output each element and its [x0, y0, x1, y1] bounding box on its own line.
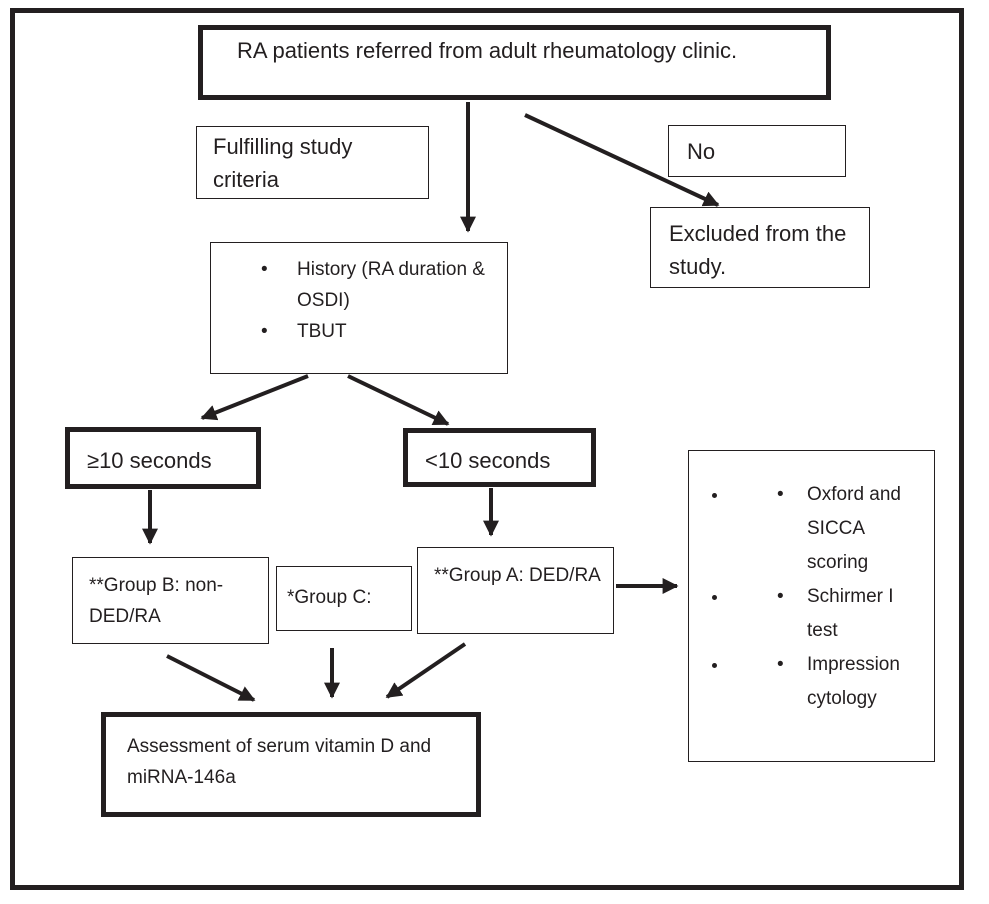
node-no: No: [668, 125, 846, 177]
node-referral: RA patients referred from adult rheumato…: [198, 25, 831, 100]
node-fulfilling: Fulfilling study criteria: [196, 126, 429, 199]
history-item-history: History (RA duration & OSDI): [211, 254, 499, 316]
node-ge10-label: ≥10 seconds: [87, 448, 212, 473]
node-excluded-label: Excluded from the study.: [669, 221, 847, 279]
node-lt10: <10 seconds: [403, 428, 596, 487]
arrow-groupA-to-assessment: [385, 642, 467, 699]
arrow-referral-to-excluded: [524, 113, 720, 207]
node-no-label: No: [687, 139, 716, 164]
node-groupC-label: *Group C:: [287, 587, 372, 608]
tests-item-cytology: Impression cytology: [729, 648, 926, 716]
node-groupA: **Group A: DED/RA: [417, 547, 614, 634]
tests-list: Oxford and SICCA scoring Schirmer I test…: [689, 478, 926, 716]
node-groupC: *Group C:: [276, 566, 412, 631]
node-ge10: ≥10 seconds: [65, 427, 261, 489]
node-assessment-label: Assessment of serum vitamin D and miRNA-…: [127, 736, 432, 788]
tests-item-oxford: Oxford and SICCA scoring: [729, 478, 926, 580]
diagram-frame: [10, 8, 964, 890]
node-groupB-label: **Group B: non-DED/RA: [89, 575, 224, 627]
arrow-history-to-ge10: [200, 374, 309, 421]
node-tests: Oxford and SICCA scoring Schirmer I test…: [688, 450, 935, 762]
arrow-groupB-to-assessment: [166, 654, 256, 702]
history-list: History (RA duration & OSDI) TBUT: [211, 254, 499, 347]
tests-item-schirmer: Schirmer I test: [729, 580, 926, 648]
node-excluded: Excluded from the study.: [650, 207, 870, 288]
node-assessment: Assessment of serum vitamin D and miRNA-…: [101, 712, 481, 817]
node-referral-label: RA patients referred from adult rheumato…: [237, 38, 738, 63]
node-groupA-label: **Group A: DED/RA: [434, 565, 601, 586]
node-groupB: **Group B: non-DED/RA: [72, 557, 269, 644]
node-lt10-label: <10 seconds: [425, 448, 551, 473]
node-fulfilling-label: Fulfilling study criteria: [213, 134, 353, 192]
node-history: History (RA duration & OSDI) TBUT: [210, 242, 508, 374]
arrow-history-to-lt10: [347, 374, 450, 426]
history-item-tbut: TBUT: [211, 316, 499, 347]
